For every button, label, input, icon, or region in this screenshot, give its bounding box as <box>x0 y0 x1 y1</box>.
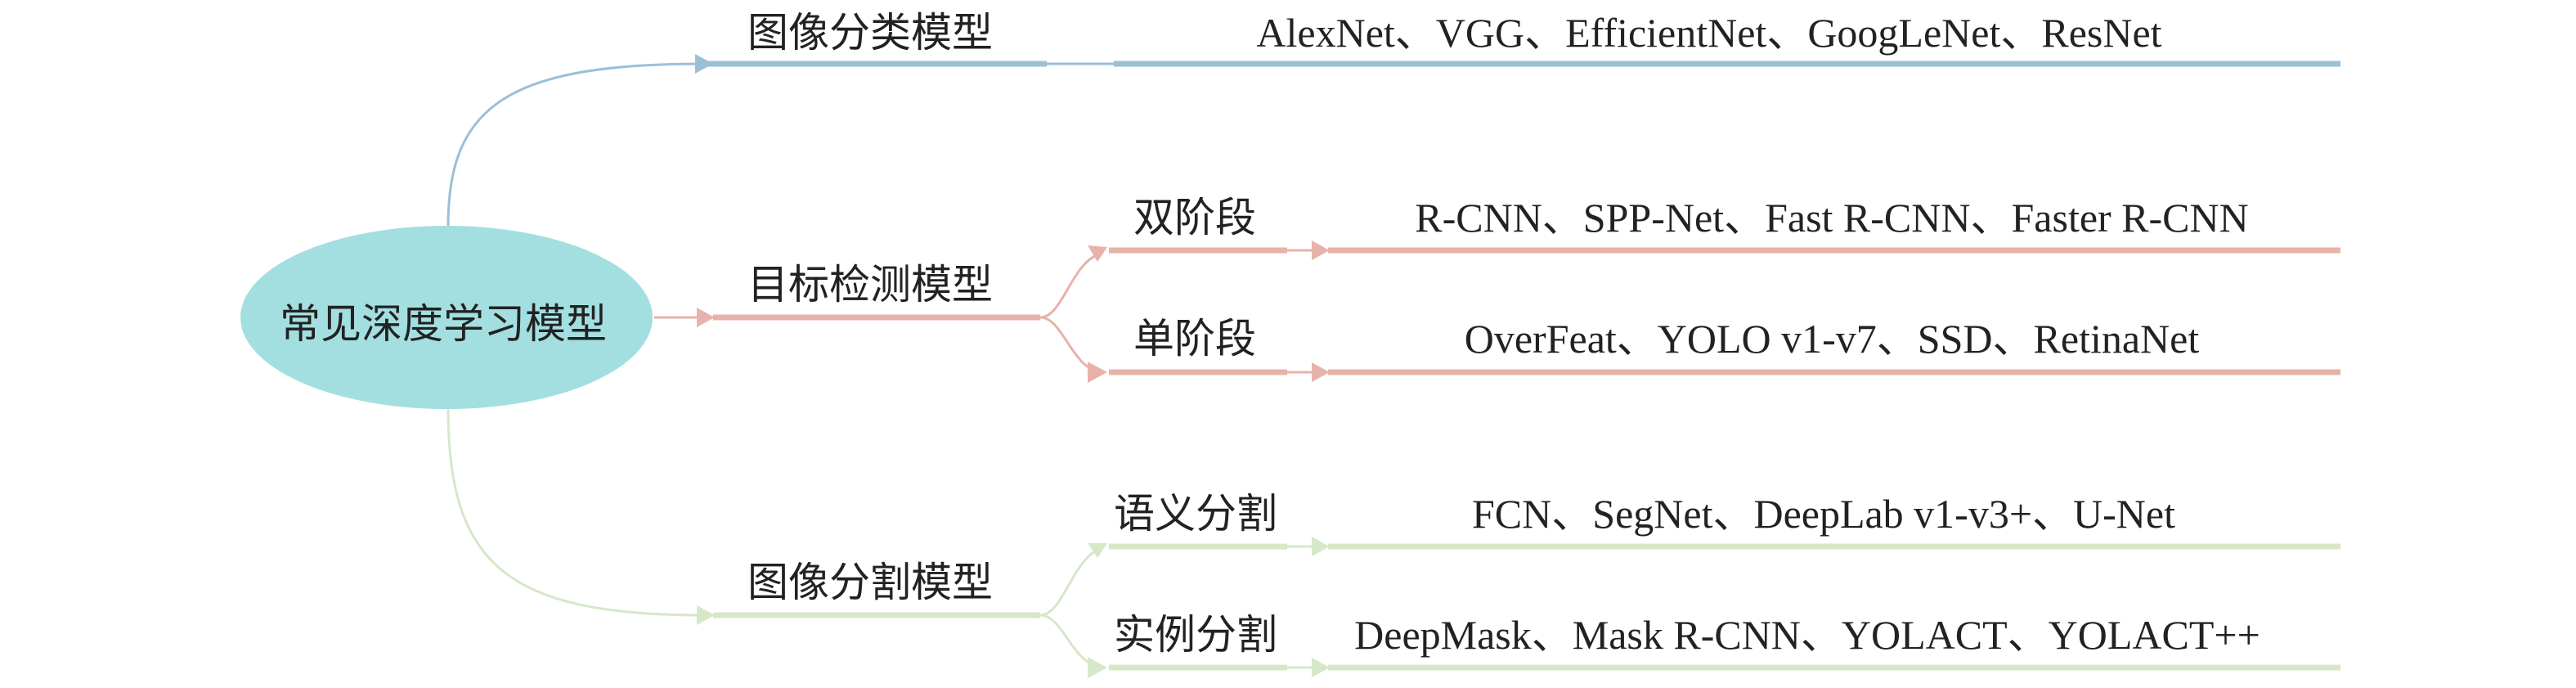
branch-segmentation-lines <box>447 408 2340 671</box>
arrow-semantic <box>1088 543 1107 558</box>
arrow-semantic-models <box>1312 537 1330 556</box>
sub-label-semantic: 语义分割 <box>1114 490 1277 537</box>
sub-label-two-stage: 双阶段 <box>1133 194 1256 241</box>
arrow-two-stage-models <box>1312 241 1330 260</box>
arrow-detection <box>697 308 715 327</box>
arrow-two-stage <box>1088 245 1107 262</box>
arrow-one-stage <box>1088 362 1107 383</box>
branch-label-segmentation: 图像分割模型 <box>747 559 993 606</box>
branch-label-classification: 图像分类模型 <box>747 9 993 56</box>
models-semantic: FCN、SegNet、DeepLab v1-v3+、U-Net <box>1472 491 2175 537</box>
arrow-instance <box>1088 657 1107 678</box>
models-two-stage: R-CNN、SPP-Net、Fast R-CNN、Faster R-CNN <box>1415 195 2249 241</box>
sub-label-instance: 实例分割 <box>1114 611 1277 659</box>
branch-classification-lines <box>447 61 2340 227</box>
arrow-segmentation <box>697 605 715 625</box>
models-one-stage: OverFeat、YOLO v1-v7、SSD、RetinaNet <box>1464 316 2200 362</box>
root-label: 常见深度学习模型 <box>280 300 607 348</box>
sub-label-one-stage: 单阶段 <box>1133 315 1256 362</box>
arrow-one-stage-models <box>1312 362 1330 382</box>
branch-label-detection: 目标检测模型 <box>747 261 993 308</box>
models-instance: DeepMask、Mask R-CNN、YOLACT、YOLACT++ <box>1354 612 2260 658</box>
models-classification: AlexNet、VGG、EfficientNet、GoogLeNet、ResNe… <box>1256 10 2162 56</box>
arrow-instance-models <box>1312 658 1330 677</box>
root-node <box>240 226 653 409</box>
arrow-classification <box>695 54 713 74</box>
